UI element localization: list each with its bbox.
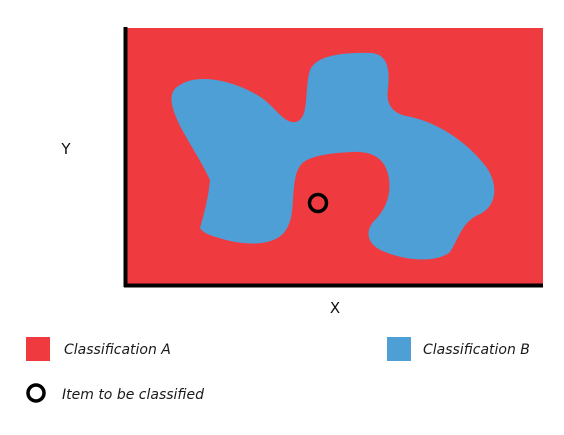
classification-b-region — [171, 52, 495, 260]
legend-swatch-class-a — [26, 337, 50, 361]
legend-label-class-b: Classification B — [423, 342, 530, 358]
item-to-classify-marker — [307, 192, 329, 214]
legend-label-item: Item to be classified — [62, 387, 204, 403]
legend-label-class-a: Classification A — [64, 342, 171, 358]
x-axis-label: X — [330, 299, 340, 317]
legend-swatch-class-b — [387, 337, 411, 361]
y-axis-label: Y — [60, 140, 71, 158]
legend-item-marker-icon — [26, 383, 46, 403]
